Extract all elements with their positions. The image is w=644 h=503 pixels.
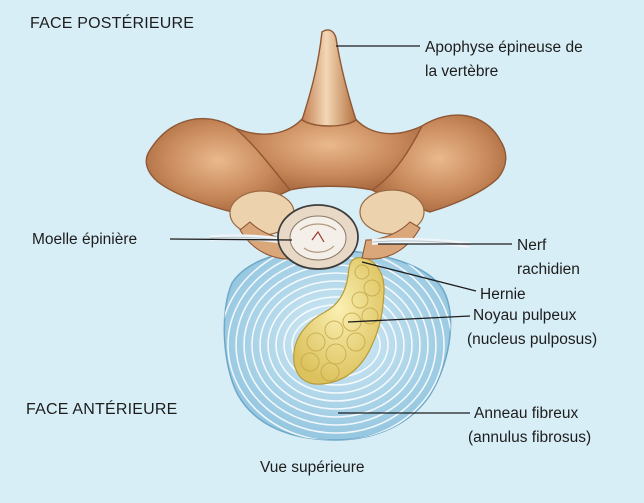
vue-superieure-label: Vue supérieure <box>260 458 365 477</box>
nerf-label-line1: Nerf <box>517 236 546 255</box>
anneau-label-line1: Anneau fibreux <box>474 404 578 423</box>
apophyse-label-line2: la vertèbre <box>425 62 498 81</box>
apophyse-label-line1: Apophyse épineuse de <box>425 38 583 57</box>
face-anterieure-label: FACE ANTÉRIEURE <box>26 400 177 419</box>
face-posterieure-label: FACE POSTÉRIEURE <box>30 14 194 33</box>
nerf-label-line2: rachidien <box>517 260 580 279</box>
anneau-label-line2: (annulus fibrosus) <box>468 428 591 447</box>
hernie-label: Hernie <box>480 285 526 304</box>
spinal-cord <box>278 205 358 269</box>
noyau-label-line2: (nucleus pulposus) <box>467 330 597 349</box>
moelle-label: Moelle épinière <box>32 230 137 249</box>
noyau-label-line1: Noyau pulpeux <box>473 306 576 325</box>
